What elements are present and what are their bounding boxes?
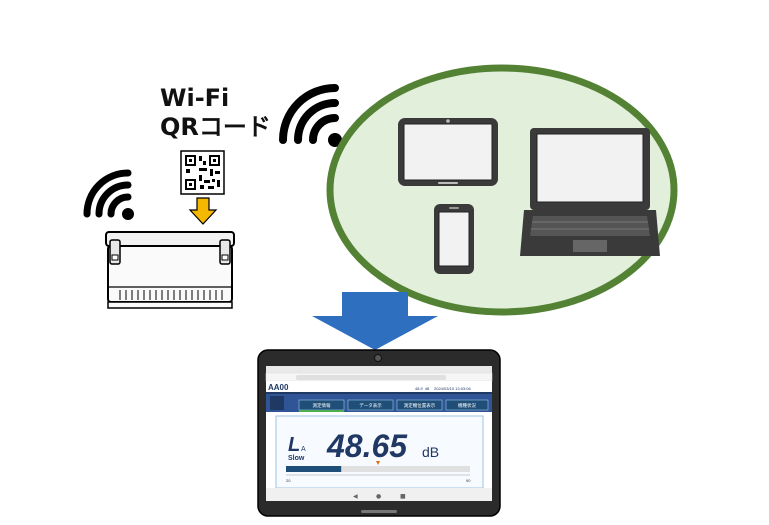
- wifi-label-line1: Wi-Fi: [160, 84, 230, 112]
- weighting-letter: L: [288, 434, 300, 456]
- scale-max: 90: [466, 478, 471, 483]
- measurement-unit-box: [105, 231, 235, 309]
- level-bar-fill: [286, 466, 342, 472]
- qr-scan-arrow: [188, 197, 218, 225]
- svg-text:●: ●: [376, 493, 381, 500]
- level-unit: dB: [422, 444, 439, 460]
- smartphone-icon: [434, 204, 474, 274]
- tab-device-status[interactable]: 機種状況: [458, 402, 476, 409]
- scale-min: 20: [286, 478, 291, 483]
- weighting-sub: A: [301, 446, 306, 453]
- wifi-label-line2: QRコード: [160, 113, 271, 141]
- header-level-value: 48.9: [415, 386, 424, 391]
- tab-data-display[interactable]: データ表示: [359, 402, 382, 409]
- wifi-qr-label: Wi-Fi QRコード: [160, 84, 280, 142]
- wifi-signal-icon-large: [279, 84, 342, 147]
- tab-measurement-info[interactable]: 測定情報: [313, 402, 331, 409]
- time-weighting: Slow: [288, 455, 305, 462]
- svg-text:■: ■: [400, 493, 406, 500]
- tablet-icon: [398, 118, 498, 186]
- header-level-unit: dB: [425, 387, 430, 391]
- data-flow-arrow: [312, 292, 438, 350]
- qr-code-icon: [180, 150, 225, 195]
- wifi-signal-icon-small: [83, 169, 134, 220]
- laptop-icon: [520, 128, 660, 256]
- device-id-label: AA00: [268, 383, 289, 392]
- tab-location-display[interactable]: 測定機位置表示: [404, 402, 436, 409]
- svg-text:◀: ◀: [353, 493, 358, 500]
- level-marker: [376, 461, 380, 465]
- tablet-display: ◀ ● ■ AA00 48.9 dB 2024/03/10 13:03:06 測…: [257, 349, 501, 517]
- level-value: 48.65: [326, 428, 408, 464]
- header-datetime: 2024/03/10 13:03:06: [434, 386, 471, 391]
